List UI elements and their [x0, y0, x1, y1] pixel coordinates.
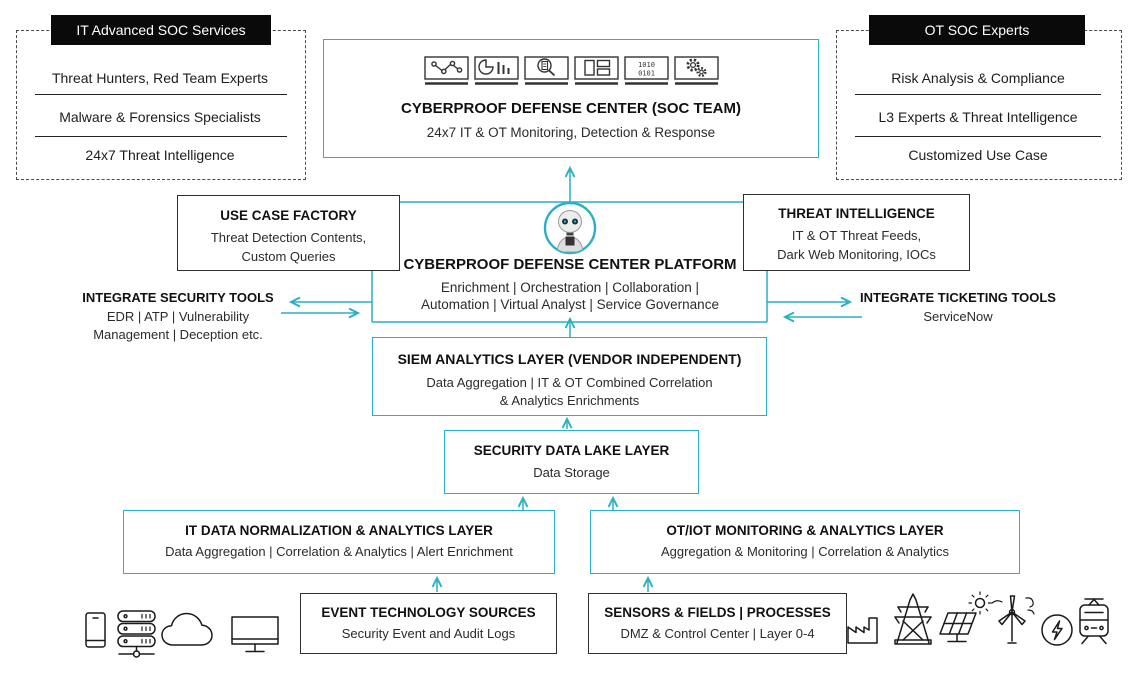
event-sources-title: EVENT TECHNOLOGY SOURCES	[321, 605, 536, 620]
siem-layer-line: & Analytics Enrichments	[499, 393, 640, 408]
mobile-phone-icon	[85, 612, 106, 648]
data-lake-subtitle: Data Storage	[533, 465, 610, 480]
threat-intelligence-box: THREAT INTELLIGENCE IT & OT Threat Feeds…	[743, 194, 970, 271]
platform-line: Enrichment | Orchestration | Collaborati…	[440, 280, 700, 295]
event-sources-subtitle: Security Event and Audit Logs	[341, 626, 516, 641]
factory-icon	[847, 617, 878, 644]
wind-turbine-icon	[991, 595, 1035, 644]
platform-line: Automation | Virtual Analyst | Service G…	[421, 297, 719, 312]
right-panel-item: L3 Experts & Threat Intelligence	[878, 109, 1078, 125]
it-layer-title: IT DATA NORMALIZATION & ANALYTICS LAYER	[185, 523, 493, 538]
robot-avatar-icon	[543, 201, 597, 255]
soc-team-title: CYBERPROOF DEFENSE CENTER (SOC TEAM)	[400, 100, 742, 117]
sensors-fields-box: SENSORS & FIELDS | PROCESSES DMZ & Contr…	[588, 593, 847, 654]
search-document-icon	[523, 56, 569, 85]
siem-layer-title: SIEM ANALYTICS LAYER (VENDOR INDEPENDENT…	[397, 351, 742, 367]
left-panel-item: 24x7 Threat Intelligence	[85, 147, 235, 163]
binary-code-icon: 1010 0101	[623, 56, 669, 85]
right-panel-item: Customized Use Case	[908, 147, 1048, 163]
event-sources-box: EVENT TECHNOLOGY SOURCES Security Event …	[300, 593, 557, 654]
integrate-ticketing-line: ServiceNow	[923, 309, 993, 324]
siem-layer-box: SIEM ANALYTICS LAYER (VENDOR INDEPENDENT…	[372, 337, 767, 416]
threat-intelligence-line: IT & OT Threat Feeds,	[791, 228, 922, 243]
ot-layer-title: OT/IOT MONITORING & ANALYTICS LAYER	[666, 523, 944, 538]
divider	[35, 94, 287, 95]
svg-text:1010: 1010	[638, 61, 655, 69]
tab-label: OT SOC Experts	[924, 22, 1030, 38]
ot-layer-box: OT/IOT MONITORING & ANALYTICS LAYER Aggr…	[590, 510, 1020, 574]
sensors-fields-subtitle: DMZ & Control Center | Layer 0-4	[620, 626, 815, 641]
it-advanced-soc-title: IT Advanced SOC Services	[51, 15, 271, 45]
left-panel-item: Malware & Forensics Specialists	[59, 109, 261, 125]
sensors-fields-title: SENSORS & FIELDS | PROCESSES	[604, 605, 831, 620]
server-rack-icon	[117, 610, 156, 658]
cloud-icon	[161, 612, 213, 646]
ot-soc-experts-title: OT SOC Experts	[869, 15, 1085, 45]
network-trend-icon	[423, 56, 469, 85]
divider	[35, 136, 287, 137]
electric-power-icon	[1041, 614, 1073, 646]
it-layer-subtitle: Data Aggregation | Correlation & Analyti…	[165, 544, 513, 559]
use-case-factory-title: USE CASE FACTORY	[220, 208, 357, 223]
integrate-security-line: Management | Deception etc.	[93, 327, 263, 342]
use-case-factory-line: Custom Queries	[241, 249, 336, 264]
power-pylon-icon	[894, 593, 932, 645]
ot-source-icons	[847, 591, 1109, 646]
data-lake-title: SECURITY DATA LAKE LAYER	[473, 443, 670, 458]
svg-text:0101: 0101	[638, 70, 655, 78]
tab-label: IT Advanced SOC Services	[76, 22, 246, 38]
use-case-factory-line: Threat Detection Contents,	[210, 230, 367, 245]
use-case-factory-box: USE CASE FACTORY Threat Detection Conten…	[177, 195, 400, 271]
gears-icon	[673, 56, 719, 85]
pie-bar-chart-icon	[473, 56, 519, 85]
ot-soc-experts-panel	[836, 30, 1122, 180]
threat-intelligence-line: Dark Web Monitoring, IOCs	[777, 247, 936, 262]
threat-intelligence-title: THREAT INTELLIGENCE	[778, 206, 935, 221]
it-source-icons	[85, 610, 279, 658]
integrate-ticketing-title: INTEGRATE TICKETING TOOLS	[860, 290, 1056, 305]
desktop-monitor-icon	[231, 616, 279, 653]
divider	[855, 94, 1101, 95]
it-layer-box: IT DATA NORMALIZATION & ANALYTICS LAYER …	[123, 510, 555, 574]
divider	[855, 136, 1101, 137]
train-icon	[1079, 598, 1109, 645]
solar-panel-icon	[939, 591, 992, 643]
siem-layer-line: Data Aggregation | IT & OT Combined Corr…	[426, 375, 713, 390]
data-lake-box: SECURITY DATA LAKE LAYER Data Storage	[444, 430, 699, 494]
integrate-security-title: INTEGRATE SECURITY TOOLS	[82, 290, 274, 305]
soc-team-box: 1010 0101 CYBERPROOF DEFENSE CENTER (SOC…	[323, 39, 819, 158]
soc-icon-strip: 1010 0101	[324, 56, 818, 86]
dashboard-panels-icon	[573, 56, 619, 85]
integrate-security-line: EDR | ATP | Vulnerability	[106, 309, 250, 324]
soc-team-subtitle: 24x7 IT & OT Monitoring, Detection & Res…	[426, 125, 716, 140]
platform-title: CYBERPROOF DEFENSE CENTER PLATFORM	[403, 256, 737, 273]
ot-layer-subtitle: Aggregation & Monitoring | Correlation &…	[660, 544, 950, 559]
right-panel-item: Risk Analysis & Compliance	[891, 70, 1065, 86]
left-panel-item: Threat Hunters, Red Team Experts	[51, 70, 269, 86]
